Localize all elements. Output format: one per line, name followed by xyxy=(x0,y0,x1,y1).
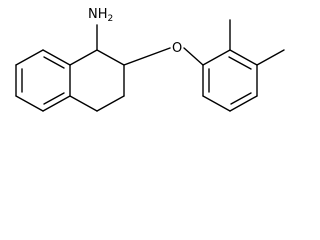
bond-ar-double-inner-1 xyxy=(228,56,252,70)
bond-c3-c4 xyxy=(96,95,125,112)
bond-ar-double-inner-2 xyxy=(230,92,252,105)
bond-c7-c8 xyxy=(15,49,44,66)
bond-double-inner-2 xyxy=(43,92,65,105)
bond-o-c1prime xyxy=(183,47,204,66)
bond-ar5-ar6 xyxy=(202,95,231,112)
bond-c8a-c1 xyxy=(69,49,98,66)
bond-c8-c8a xyxy=(42,49,71,66)
ether-oxygen-label: O xyxy=(172,41,182,56)
bond-c4-c4a xyxy=(69,95,98,112)
bond-ar2-ar3 xyxy=(229,49,258,66)
amine-label: NH2 xyxy=(88,7,113,24)
bond-c4a-c5 xyxy=(42,95,71,112)
bond-c2-o xyxy=(123,47,171,66)
bond-c5-c6 xyxy=(15,95,44,112)
bond-ar4-ar5 xyxy=(229,95,258,112)
structure-canvas: NH2 O xyxy=(15,7,285,112)
bond-ar1-ar2 xyxy=(202,49,231,66)
bond-double-inner-1 xyxy=(43,56,65,69)
amine-hydrogen-symbol: H xyxy=(98,7,108,22)
bond-c1-c2 xyxy=(96,49,125,66)
amine-nitrogen-symbol: N xyxy=(88,7,98,22)
bond-methyl-meta xyxy=(256,49,285,66)
amine-hydrogen-count: 2 xyxy=(108,14,114,24)
molecule-structure: NH2 O xyxy=(15,7,285,112)
